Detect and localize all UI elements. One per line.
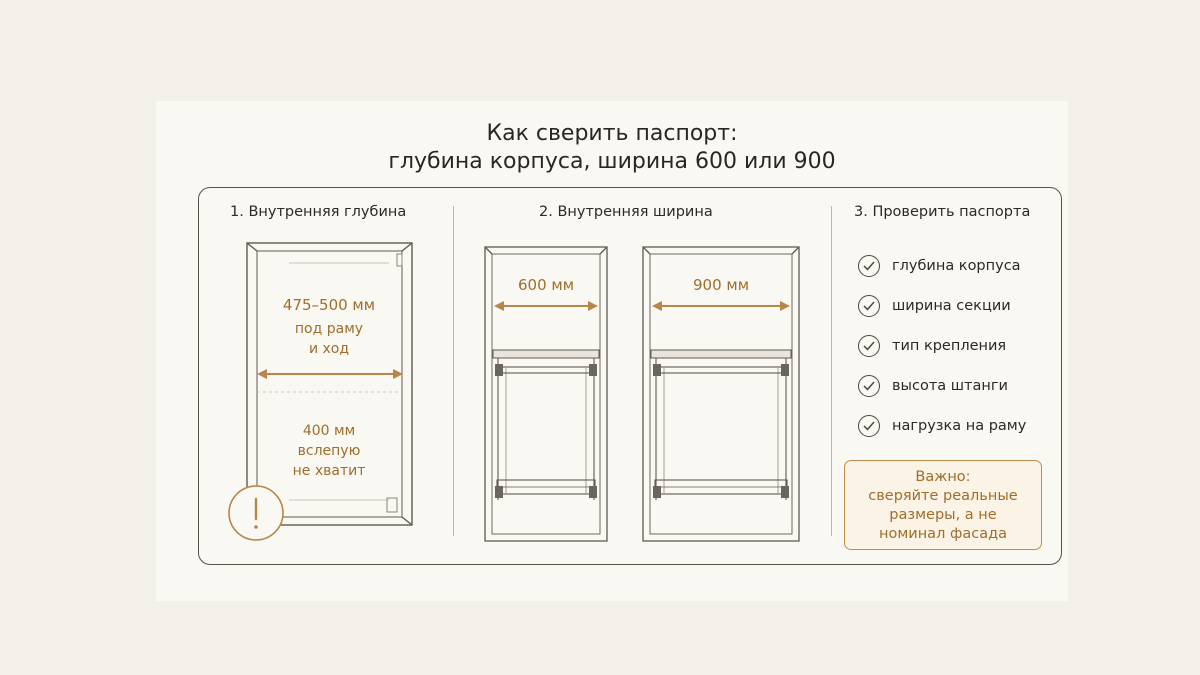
cabinet-600 bbox=[484, 246, 608, 542]
warn-note-1: вслепую bbox=[298, 443, 361, 459]
diagram-panel: 1. Внутренняя глубина 2. Внутренняя шири… bbox=[198, 187, 1062, 565]
check-circle-icon bbox=[858, 295, 880, 317]
title-line-2: глубина корпуса, ширина 600 или 900 bbox=[388, 149, 836, 174]
title-line-1: Как сверить паспорт: bbox=[486, 121, 738, 146]
note-line: Важно: bbox=[915, 469, 971, 485]
check-item: высота штанги bbox=[858, 374, 1008, 398]
warn-note-2: не хватит bbox=[293, 463, 366, 479]
depth-heading: 1. Внутренняя глубина bbox=[230, 204, 407, 220]
cabinet-inner-frame bbox=[256, 250, 403, 518]
depth-note-2: и ход bbox=[309, 341, 349, 357]
width-900-label: 900 мм bbox=[693, 276, 749, 294]
cabinet-900 bbox=[642, 246, 800, 542]
note-line: сверяйте реальные bbox=[868, 488, 1018, 504]
exclamation-icon bbox=[228, 485, 284, 541]
width-600-label: 600 мм bbox=[518, 276, 574, 294]
check-item: глубина корпуса bbox=[858, 254, 1021, 278]
check-circle-icon bbox=[858, 255, 880, 277]
cabinet-outer-frame bbox=[246, 242, 413, 526]
passport-heading: 3. Проверить паспорта bbox=[854, 204, 1031, 220]
check-item: нагрузка на раму bbox=[858, 414, 1026, 438]
check-item-label: нагрузка на раму bbox=[892, 418, 1027, 434]
column-divider bbox=[453, 206, 454, 536]
note-line: размеры, а не bbox=[889, 507, 997, 523]
column-divider bbox=[831, 206, 832, 536]
check-circle-icon bbox=[858, 335, 880, 357]
depth-note-1: под раму bbox=[295, 321, 363, 337]
check-item: тип крепления bbox=[858, 334, 1006, 358]
depth-dimension-label: 475–500 мм bbox=[283, 296, 375, 314]
check-circle-icon bbox=[858, 415, 880, 437]
note-line: номинал фасада bbox=[878, 526, 1007, 542]
check-item-label: ширина секции bbox=[892, 298, 1011, 314]
check-item: ширина секции bbox=[858, 294, 1011, 318]
check-item-label: глубина корпуса bbox=[892, 258, 1021, 274]
check-item-label: высота штанги bbox=[892, 378, 1008, 394]
warn-value: 400 мм bbox=[303, 423, 355, 439]
width-diagram: 600 мм 900 мм bbox=[484, 246, 800, 542]
important-note: Важно: сверяйте реальные размеры, а не н… bbox=[844, 460, 1042, 550]
width-heading: 2. Внутренняя ширина bbox=[539, 204, 713, 220]
check-circle-icon bbox=[858, 375, 880, 397]
check-item-label: тип крепления bbox=[892, 338, 1007, 354]
depth-diagram: 475–500 мм под раму и ход 400 мм вслепую… bbox=[228, 242, 413, 541]
infographic-card: Как сверить паспорт: глубина корпуса, ши… bbox=[156, 101, 1068, 601]
